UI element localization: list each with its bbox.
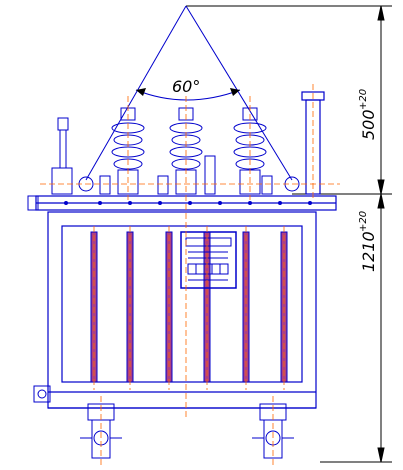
top-dimension: 500 +20 [358,89,378,140]
flange-bolts [64,201,312,205]
top-dimension-tolerance: +20 [358,89,369,110]
centerlines [40,84,340,468]
radiator-fins [90,231,288,383]
top-dimension-value: 500 [359,109,378,140]
wheels [80,403,294,459]
angle-label: 60° [172,77,200,96]
nameplate [180,231,237,289]
oil-gauge [51,117,73,195]
height-dimension-tolerance: +20 [358,211,369,232]
wheel-left [80,403,122,459]
angle-cone [85,5,293,181]
height-dimension: 1210 +20 [358,211,378,272]
wheel-right [252,403,294,459]
height-dimension-value: 1210 [359,231,378,272]
side-fittings [27,195,51,403]
hv-bushings [78,107,300,195]
